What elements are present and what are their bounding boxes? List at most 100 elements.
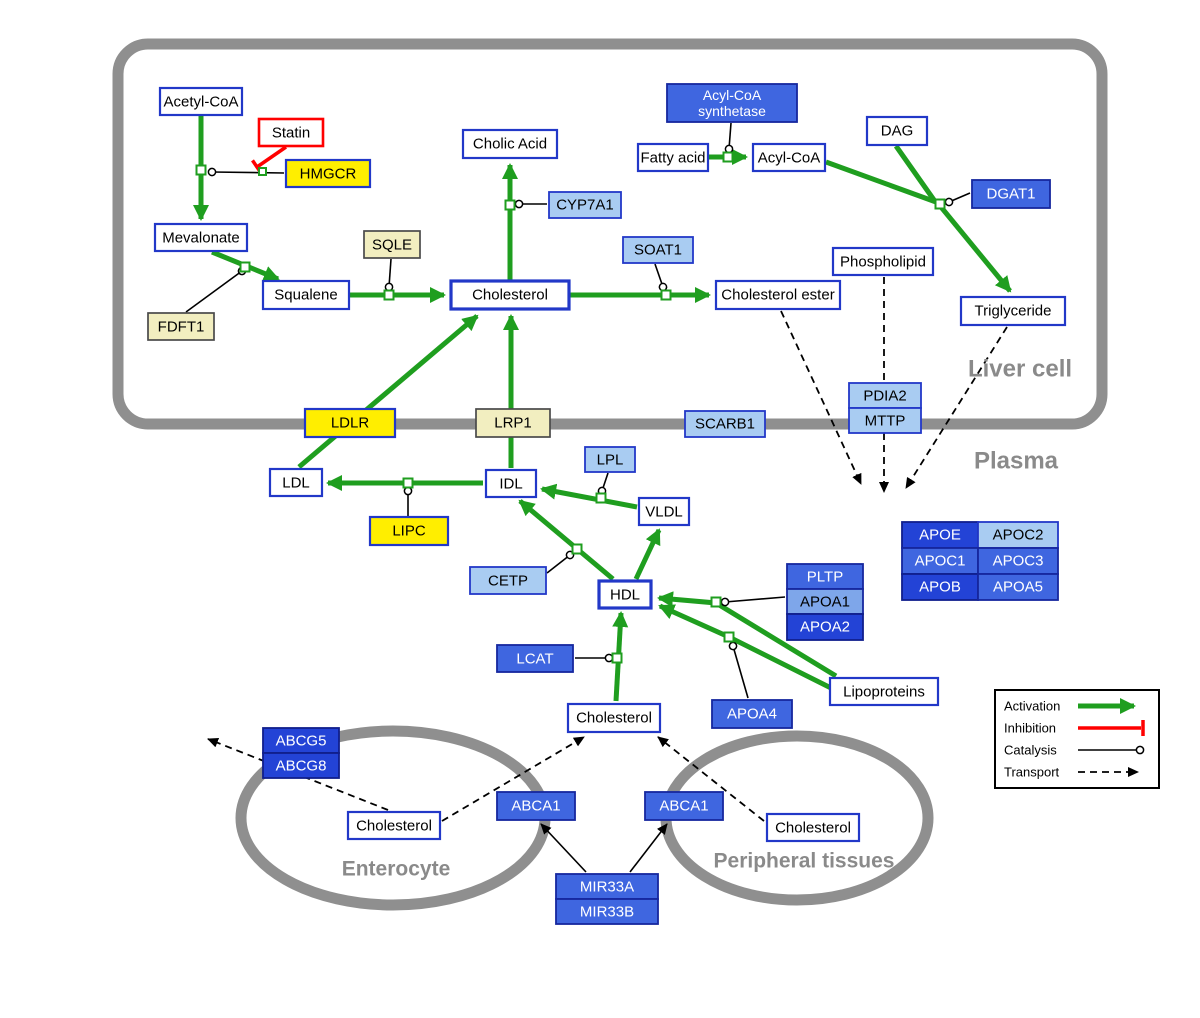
edge-catalysis-acylcoa-synthetase [724, 122, 734, 154]
svg-text:PDIA2: PDIA2 [863, 388, 906, 405]
node-abca1-right[interactable]: ABCA1 [644, 791, 724, 821]
node-idl[interactable]: IDL [484, 468, 538, 499]
node-dgat1[interactable]: DGAT1 [971, 179, 1051, 209]
svg-text:Lipoproteins: Lipoproteins [843, 684, 925, 701]
node-cholesterol-enterocyte[interactable]: Cholesterol [346, 810, 442, 841]
svg-text:Mevalonate: Mevalonate [162, 230, 240, 247]
node-acetyl-coa[interactable]: Acetyl-CoA [158, 86, 244, 117]
node-mttp[interactable]: MTTP [848, 407, 922, 434]
svg-text:LCAT: LCAT [516, 651, 553, 668]
svg-text:ABCA1: ABCA1 [659, 798, 708, 815]
node-ldl[interactable]: LDL [268, 467, 324, 498]
node-abcg5[interactable]: ABCG5 [262, 727, 340, 754]
node-abca1-left[interactable]: ABCA1 [496, 791, 576, 821]
plasma-label: Plasma [974, 448, 1059, 475]
node-fdft1[interactable]: FDFT1 [147, 312, 215, 341]
svg-text:HDL: HDL [610, 587, 640, 604]
svg-text:LDL: LDL [282, 475, 310, 492]
node-apoa5[interactable]: APOA5 [977, 573, 1059, 601]
node-mir33a[interactable]: MIR33A [555, 873, 659, 900]
node-lcat[interactable]: LCAT [496, 644, 574, 673]
node-squalene[interactable]: Squalene [261, 279, 351, 311]
node-apoa1[interactable]: APOA1 [786, 588, 864, 615]
node-lpl[interactable]: LPL [584, 446, 636, 473]
svg-text:APOA4: APOA4 [727, 706, 777, 723]
node-apoc1[interactable]: APOC1 [901, 547, 979, 575]
edge-catalysis-cetp [546, 550, 575, 574]
node-lipc[interactable]: LIPC [368, 515, 450, 547]
svg-text:ABCG8: ABCG8 [276, 758, 327, 775]
edge-catalysis-apoa-stack [720, 596, 786, 607]
node-mevalonate[interactable]: Mevalonate [153, 222, 249, 253]
node-mir33b[interactable]: MIR33B [555, 898, 659, 925]
node-cholesterol-liver[interactable]: Cholesterol [449, 279, 571, 311]
node-dag[interactable]: DAG [865, 115, 929, 147]
svg-text:APOA5: APOA5 [993, 579, 1043, 596]
edge-dag-junction [893, 144, 937, 202]
node-hmgcr[interactable]: HMGCR [284, 158, 372, 189]
svg-text:APOA1: APOA1 [800, 594, 850, 611]
svg-text:Triglyceride: Triglyceride [975, 303, 1052, 320]
node-apob[interactable]: APOB [901, 573, 979, 601]
node-ldlr[interactable]: LDLR [303, 407, 397, 439]
svg-text:APOA2: APOA2 [800, 619, 850, 636]
node-lrp1[interactable]: LRP1 [475, 408, 551, 438]
node-apoc3[interactable]: APOC3 [977, 547, 1059, 575]
liver-cell-membrane [112, 38, 1108, 430]
node-abcg8[interactable]: ABCG8 [262, 752, 340, 779]
svg-text:APOE: APOE [919, 527, 961, 544]
svg-text:MIR33A: MIR33A [580, 879, 634, 896]
svg-text:APOC1: APOC1 [915, 553, 966, 570]
svg-text:Statin: Statin [272, 125, 310, 142]
node-pdia2[interactable]: PDIA2 [848, 382, 922, 409]
node-lipoproteins[interactable]: Lipoproteins [828, 676, 940, 707]
node-apoe[interactable]: APOE [901, 521, 979, 549]
reaction-node [710, 596, 722, 608]
edge-catalysis-sqle [384, 258, 394, 292]
node-cetp[interactable]: CETP [469, 566, 547, 595]
node-cyp7a1[interactable]: CYP7A1 [548, 191, 622, 219]
svg-text:SOAT1: SOAT1 [634, 242, 682, 259]
node-fatty-acid[interactable]: Fatty acid [636, 142, 710, 173]
legend-inhibition-label: Inhibition [1004, 721, 1056, 736]
svg-text:Cholesterol: Cholesterol [576, 710, 652, 727]
node-apoa4[interactable]: APOA4 [711, 699, 793, 729]
svg-text:DGAT1: DGAT1 [987, 186, 1036, 203]
edge-catalysis-dgat1 [944, 192, 971, 207]
svg-text:Cholic Acid: Cholic Acid [473, 136, 547, 153]
node-triglyceride[interactable]: Triglyceride [959, 295, 1067, 327]
node-scarb1[interactable]: SCARB1 [684, 410, 766, 438]
node-sqle[interactable]: SQLE [363, 230, 421, 259]
reaction-node [611, 652, 623, 664]
svg-text:Phospholipid: Phospholipid [840, 254, 926, 271]
reaction-node [595, 492, 607, 504]
node-statin[interactable]: Statin [257, 117, 325, 148]
edge-transport-peripheral-cholesterol [657, 736, 765, 822]
node-pltp[interactable]: PLTP [786, 563, 864, 590]
svg-text:Acetyl-CoA: Acetyl-CoA [163, 94, 238, 111]
node-hdl[interactable]: HDL [597, 579, 653, 610]
node-soat1[interactable]: SOAT1 [622, 236, 694, 264]
node-phospholipid[interactable]: Phospholipid [831, 246, 935, 277]
edge-transport-enterocyte-cholesterol [441, 736, 585, 822]
edge-transport-cholesterolester [780, 310, 862, 485]
svg-text:PLTP: PLTP [807, 569, 843, 586]
node-vldl[interactable]: VLDL [637, 496, 691, 527]
svg-text:ABCA1: ABCA1 [511, 798, 560, 815]
node-cholesterol-ester[interactable]: Cholesterol ester [714, 279, 842, 311]
node-cholesterol-plasma[interactable]: Cholesterol [566, 702, 662, 734]
legend: Activation Inhibition Catalysis Transpor… [994, 689, 1160, 789]
svg-text:DAG: DAG [881, 123, 914, 140]
node-acyl-coa-synthetase[interactable]: Acyl-CoA synthetase [666, 83, 798, 123]
edge-vldl-idl [540, 483, 638, 510]
svg-text:CYP7A1: CYP7A1 [556, 197, 614, 214]
node-apoc2[interactable]: APOC2 [977, 521, 1059, 549]
node-apoa2[interactable]: APOA2 [786, 613, 864, 641]
svg-text:APOC2: APOC2 [993, 527, 1044, 544]
edge-mir33-abca1-left [540, 823, 587, 873]
svg-text:MTTP: MTTP [865, 413, 906, 430]
node-acyl-coa[interactable]: Acyl-CoA [751, 142, 827, 173]
node-cholesterol-peripheral[interactable]: Cholesterol [765, 812, 861, 843]
node-cholic-acid[interactable]: Cholic Acid [461, 128, 559, 160]
